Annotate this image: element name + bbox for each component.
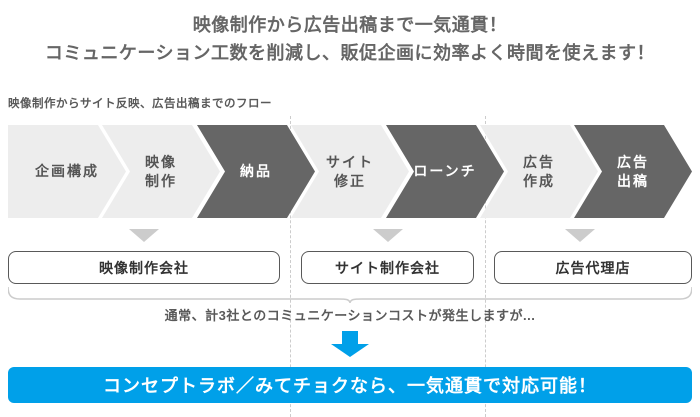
note-text: 通常、計3社とのコミュニケーションコストが発生しますが... xyxy=(164,308,536,323)
cta-banner: コンセプトラボ／みてチョクなら、一気通貫で対応可能！ xyxy=(8,367,692,403)
flow-step-delivery: 納品 xyxy=(197,125,315,218)
company-box-ad-agency: 広告代理店 xyxy=(494,251,692,284)
summary-brace xyxy=(8,286,692,303)
company-box-site-production: サイト制作会社 xyxy=(301,251,474,284)
flow-caption: 映像制作からサイト反映、広告出稿までのフロー xyxy=(8,98,272,110)
page-title-line2: コミュニケーション工数を削減し、販促企画に効率よく時間を使えます！ xyxy=(44,43,656,63)
process-flow: 企画構成 映像 制作 納品 サイト 修正 ローンチ 広告 作成 広告 出稿 xyxy=(8,125,692,218)
down-arrow-icon xyxy=(331,331,369,357)
down-triangle-icon xyxy=(129,229,159,242)
down-triangle-icon xyxy=(373,229,403,242)
flow-step-launch: ローンチ xyxy=(386,125,504,218)
section-divider-dashed-line xyxy=(290,116,291,417)
section-divider-dashed-line xyxy=(485,116,486,417)
page-title-line1: 映像制作から広告出稿まで一気通貫！ xyxy=(192,15,508,35)
down-triangle-icon xyxy=(565,229,595,242)
company-box-video-production: 映像制作会社 xyxy=(8,251,280,284)
flow-step-planning: 企画構成 xyxy=(8,125,126,218)
